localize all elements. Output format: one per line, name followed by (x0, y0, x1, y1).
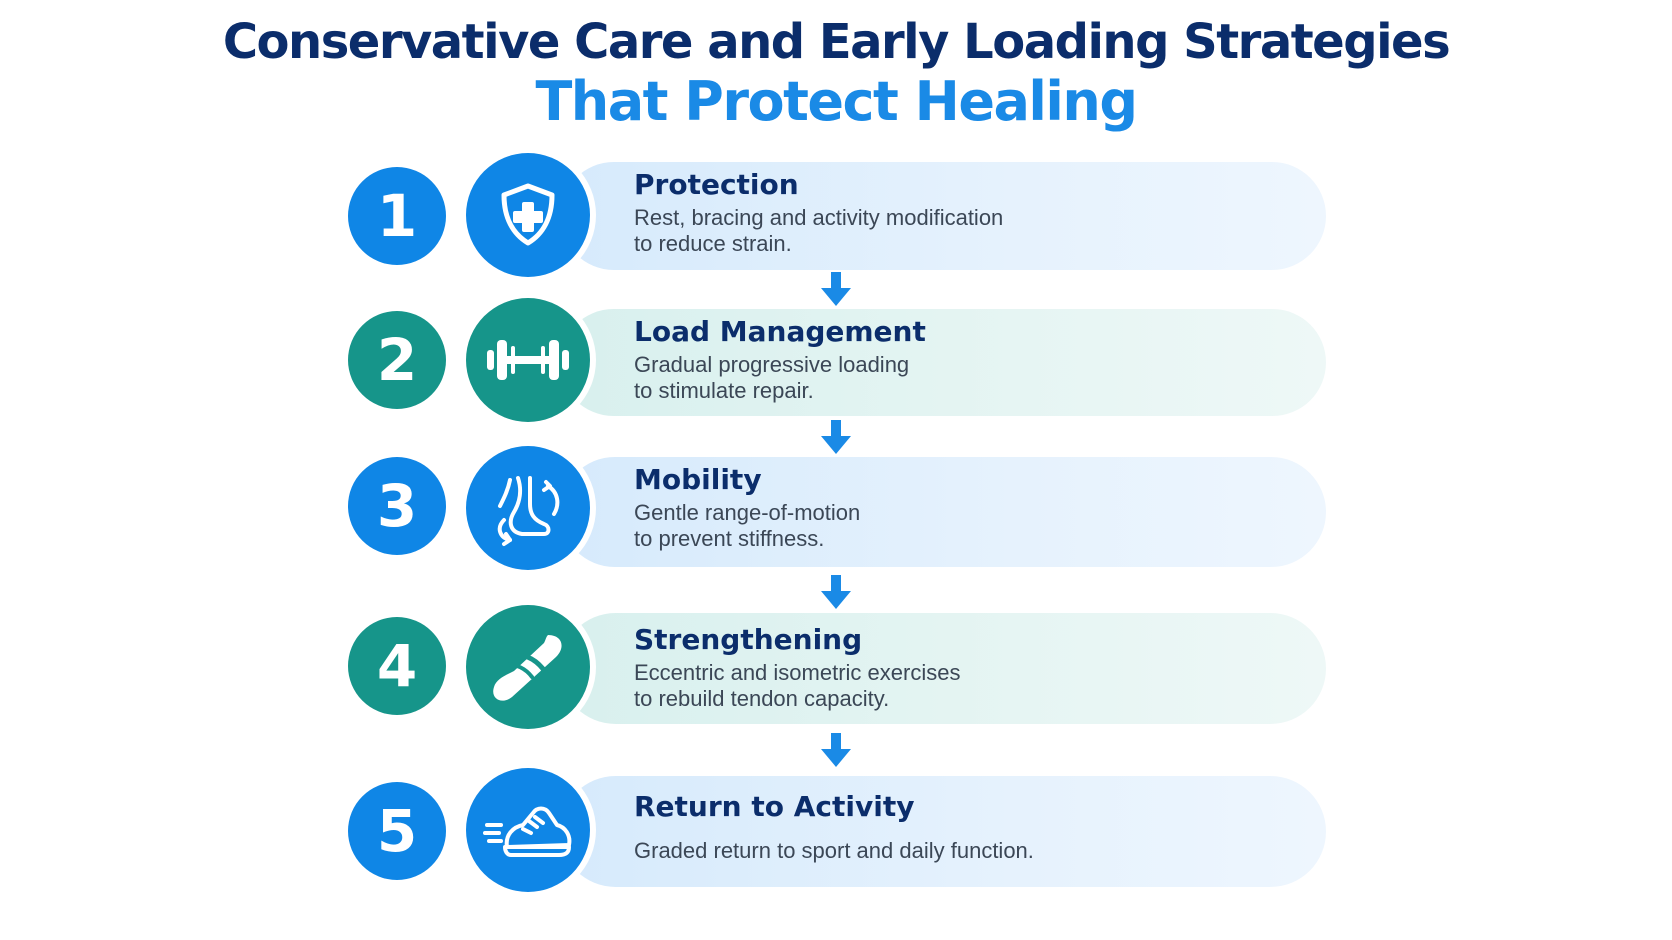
step-description-line2: to reduce strain. (634, 231, 792, 256)
step-title: Mobility (634, 463, 762, 496)
step-description-line2: to prevent stiffness. (634, 526, 825, 551)
step-card-background (560, 613, 1326, 724)
step-number-badge: 3 (348, 457, 446, 555)
step-description-line2: to rebuild tendon capacity. (634, 686, 890, 711)
step-title: Load Management (634, 315, 926, 348)
step-card-background (560, 776, 1326, 887)
dumbbell-icon (466, 298, 590, 422)
step-title: Protection (634, 168, 799, 201)
step-number-badge: 2 (348, 311, 446, 409)
step-card-background (560, 162, 1326, 270)
step-number-badge: 4 (348, 617, 446, 715)
step-description-line1: Eccentric and isometric exercises (634, 660, 961, 685)
step-card-background (560, 309, 1326, 416)
running-shoe-icon (466, 768, 590, 892)
step-card-background (560, 457, 1326, 567)
step-description-line1: Graded return to sport and daily functio… (634, 838, 1034, 863)
tendon-band-icon (466, 605, 590, 729)
down-arrow-icon (821, 733, 851, 767)
step-description-line1: Gradual progressive loading (634, 352, 910, 377)
step-number-badge: 1 (348, 167, 446, 265)
step-title: Return to Activity (634, 790, 915, 823)
down-arrow-icon (821, 272, 851, 306)
foot-rotation-icon (466, 446, 590, 570)
page-subtitle: That Protect Healing (535, 70, 1138, 133)
page-title: Conservative Care and Early Loading Stra… (222, 14, 1451, 70)
down-arrow-icon (821, 420, 851, 454)
step-description-line2: to stimulate repair. (634, 378, 814, 403)
down-arrow-icon (821, 575, 851, 609)
step-description-line1: Rest, bracing and activity modification (634, 205, 1004, 230)
step-number-badge: 5 (348, 782, 446, 880)
step-description-line1: Gentle range-of-motion (634, 500, 861, 525)
shield-plus-icon (466, 153, 590, 277)
step-title: Strengthening (634, 623, 863, 656)
